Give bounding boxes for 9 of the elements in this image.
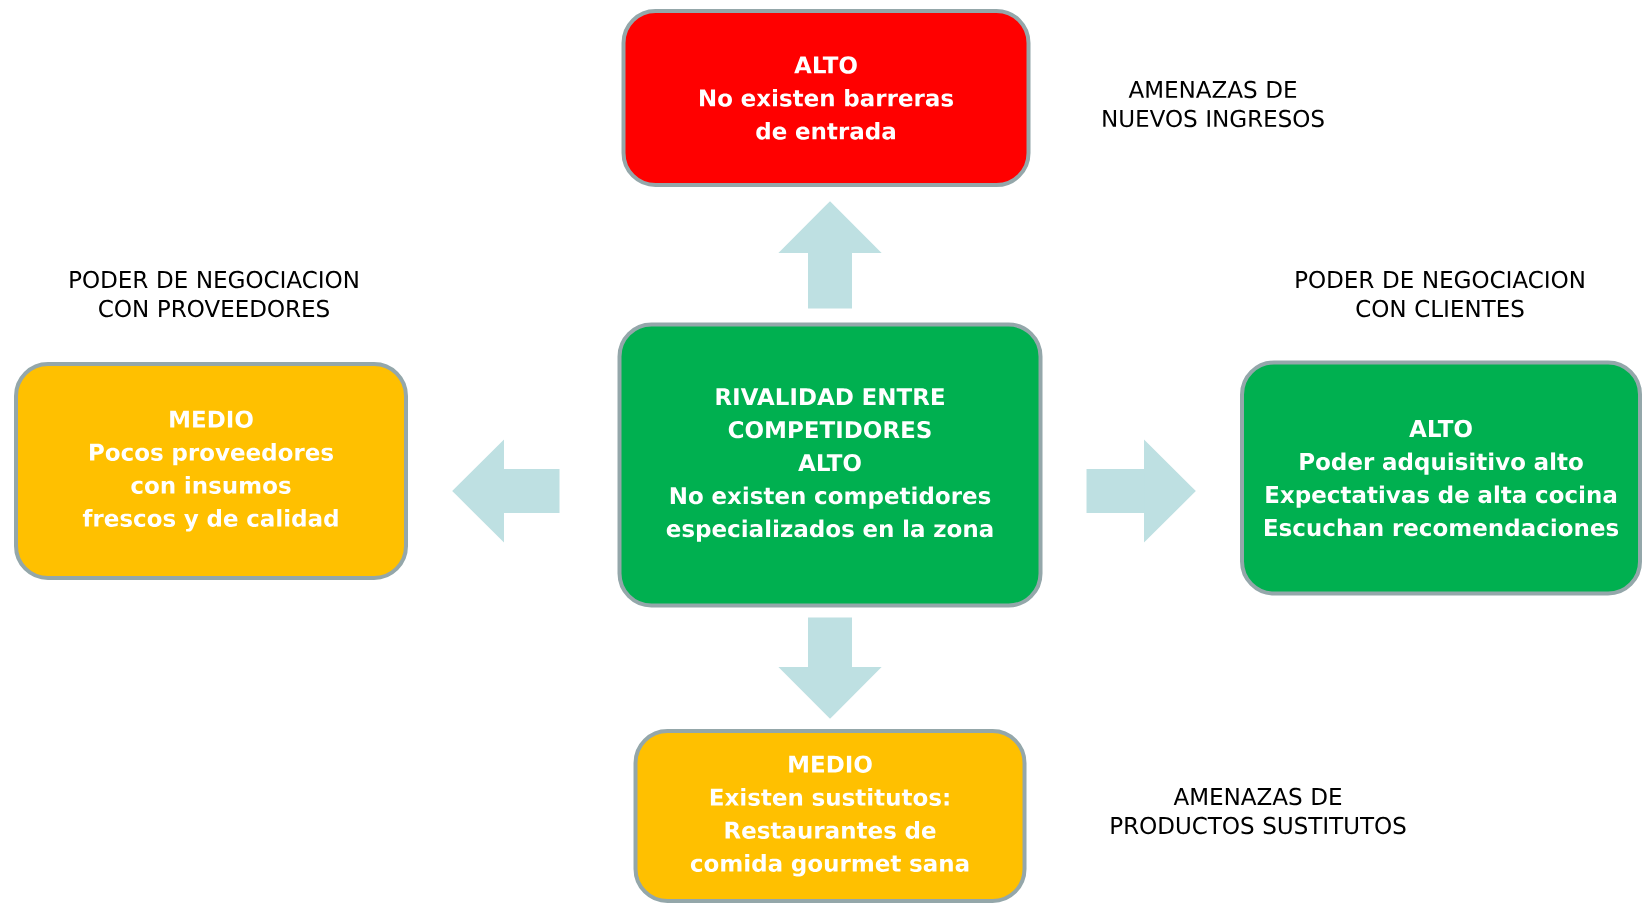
heading-label: AMENAZAS DE NUEVOS INGRESOS [1103,80,1324,128]
rounded-box: ALTO No existen barreras de entrada [621,9,1031,187]
heading-label: PODER DE NEGOCIACION CON CLIENTES [1296,270,1584,318]
heading-label: PODER DE NEGOCIACION CON PROVEEDORES [70,270,358,318]
rounded-box: MEDIO Existen sustitutos: Restaurantes de comida gourmet sana [633,729,1027,903]
rounded-box: MEDIO Pocos proveedores con insumos frescos y de calidad [14,362,408,580]
rounded-box: ALTO Poder adquisitivo alto Expectativas de alta cocina Escuchan recomendaciones [1240,360,1643,596]
heading-label: AMENAZAS DE PRODUCTOS SUSTITUTOS [1111,787,1406,835]
rounded-box: RIVALIDAD ENTRE COMPETIDORES ALTO No existen competidores especializados en la zona [617,322,1043,608]
